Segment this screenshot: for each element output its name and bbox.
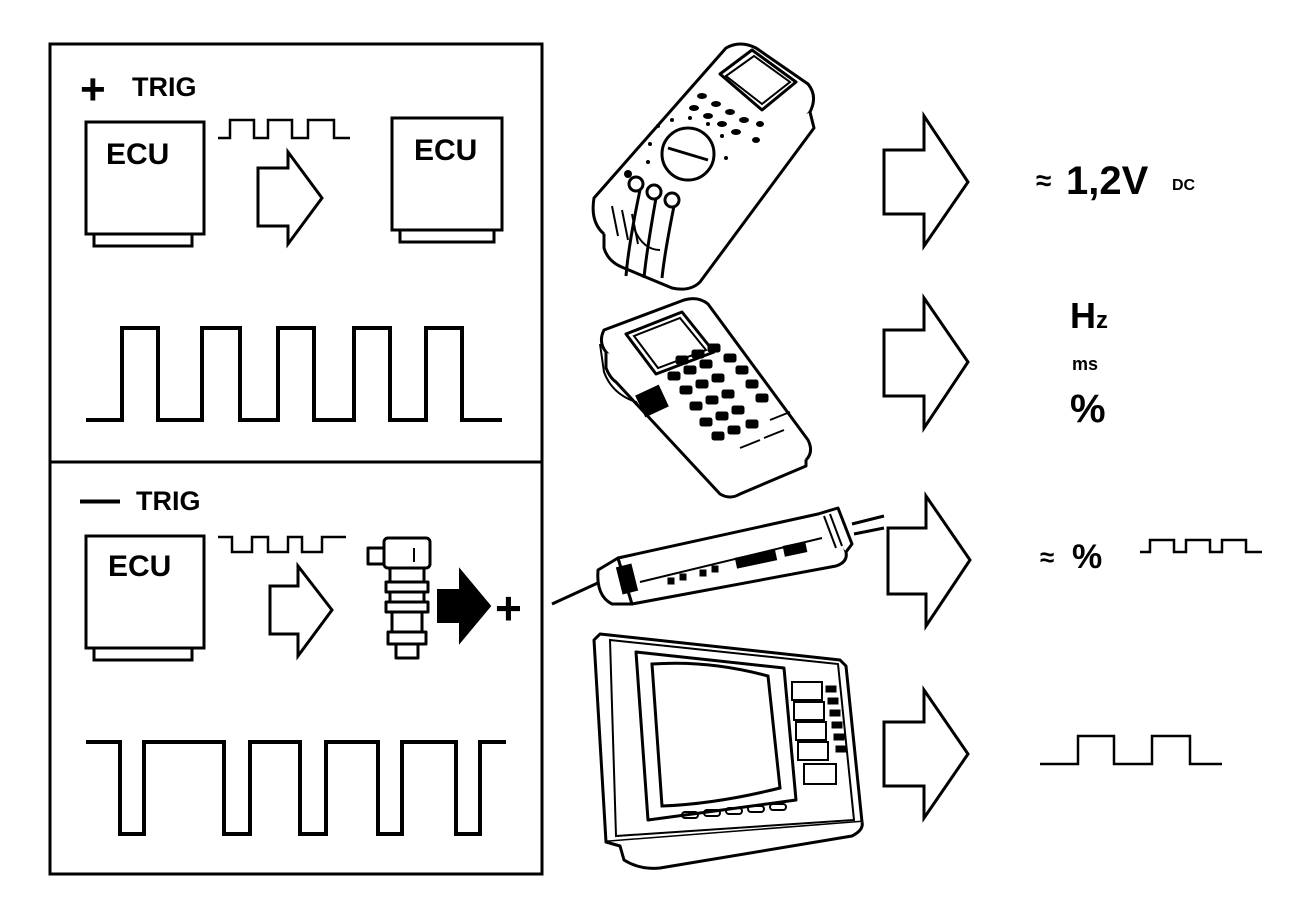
small-pulse-positive	[218, 118, 350, 140]
hz-unit-small: z	[1096, 307, 1108, 334]
fuel-injector-icon	[366, 536, 432, 660]
small-pulse-output	[1140, 538, 1262, 554]
ecu-label-right: ECU	[414, 134, 477, 167]
handheld-tester-device	[599, 297, 813, 499]
oscilloscope-output-waveform	[1040, 734, 1222, 766]
arrow-right-icon	[256, 147, 324, 249]
voltage-value: 1,2V	[1066, 159, 1149, 203]
oscilloscope-device	[592, 632, 864, 870]
positive-trigger-sign: +	[80, 65, 106, 114]
approx-symbol: ≈	[1040, 542, 1054, 572]
arrow-right-icon	[882, 293, 970, 433]
small-pulse-negative	[218, 535, 346, 554]
logic-probe-reading: ≈ %	[1040, 538, 1262, 576]
filled-arrow-right-icon	[437, 567, 492, 645]
ecu-box-right: ECU	[390, 116, 504, 244]
negative-output-sign: +	[495, 582, 522, 634]
arrow-right-icon	[882, 111, 970, 251]
arrow-right-icon	[268, 561, 334, 661]
waveform-positive-trigger	[86, 326, 502, 422]
positive-trigger-label: TRIG	[132, 72, 197, 102]
multimeter-reading: ≈ 1,2V DC	[1036, 159, 1196, 203]
hz-unit-big: H	[1070, 295, 1096, 336]
approx-symbol: ≈	[1036, 165, 1051, 196]
multimeter-device	[591, 42, 816, 291]
ms-unit: ms	[1072, 354, 1098, 374]
percent-unit: %	[1070, 387, 1106, 431]
negative-trigger-sign: —	[80, 477, 120, 521]
ecu-label-left: ECU	[106, 138, 169, 171]
left-panel-frame	[48, 42, 544, 876]
negative-trigger-section: — TRIG ECU +	[80, 477, 522, 836]
ecu-box-negative: ECU	[84, 534, 206, 662]
tester-reading: H z ms %	[1070, 295, 1108, 431]
arrow-right-icon	[886, 491, 972, 631]
ecu-box-left: ECU	[84, 120, 206, 248]
voltage-unit: DC	[1172, 177, 1196, 194]
percent-unit: %	[1072, 538, 1102, 576]
ecu-label-negative: ECU	[108, 550, 171, 583]
negative-trigger-label: TRIG	[136, 486, 201, 516]
logic-probe-device	[551, 506, 885, 606]
arrow-right-icon	[882, 685, 970, 823]
positive-trigger-section: + TRIG ECU ECU	[80, 65, 504, 422]
waveform-negative-trigger	[86, 740, 506, 836]
